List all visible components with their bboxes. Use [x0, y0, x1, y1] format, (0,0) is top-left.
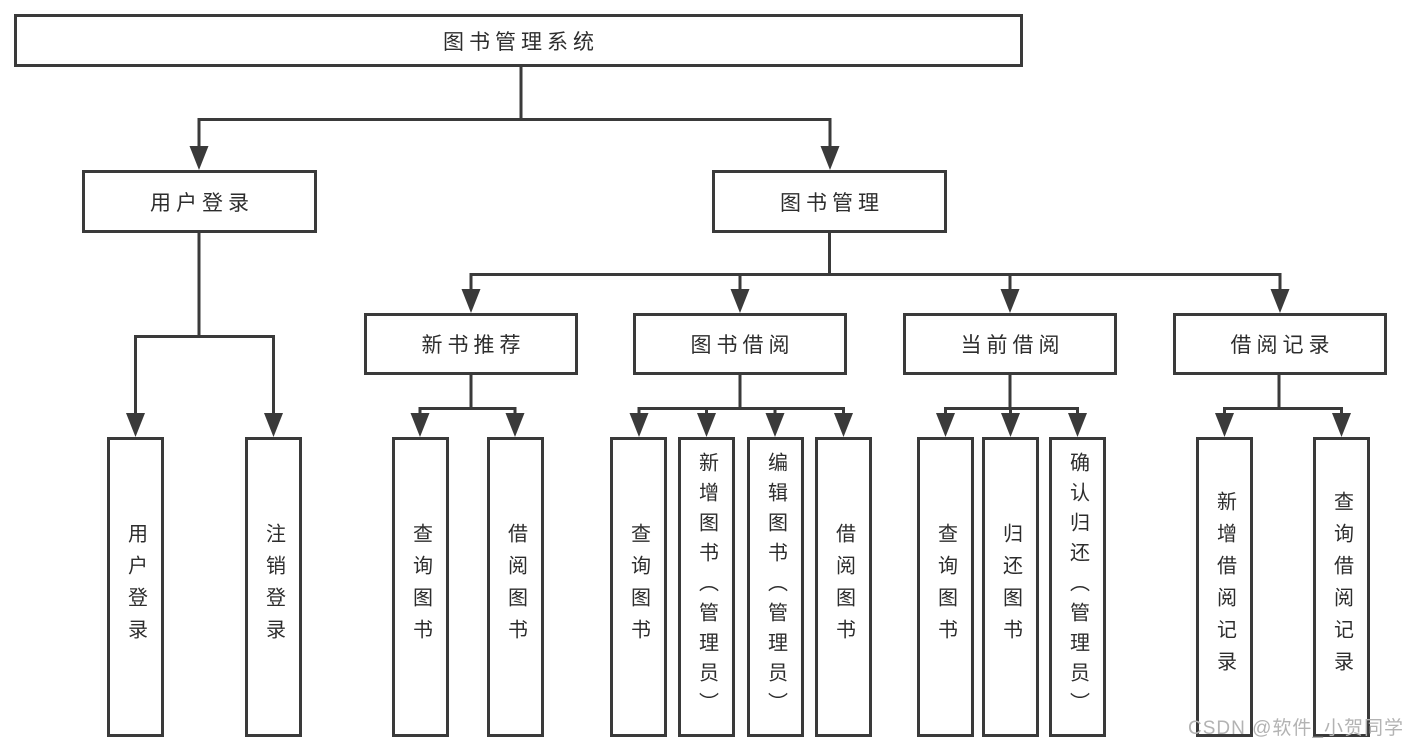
connector-book-borrowing-to-leaves: [629, 375, 853, 437]
leaf-return-books: 归还图书: [982, 437, 1039, 737]
node-label: 图书借阅: [690, 334, 795, 357]
leaf-query-borrow-record: 查询借阅记录: [1313, 437, 1370, 737]
leaf-edit-books-admin: 编辑图书（管理员）: [747, 437, 804, 737]
node-new-book-recommendation: 新书推荐: [364, 313, 578, 375]
node-label: 查询借阅记录: [1330, 491, 1353, 683]
node-label: 查询图书: [409, 523, 432, 651]
node-root: 图书管理系统: [14, 14, 1023, 67]
node-label: 注销登录: [262, 523, 285, 651]
node-label: 图书管理: [780, 191, 884, 215]
node-borrowing-records: 借阅记录: [1173, 313, 1387, 375]
connector-root-to-level1: [189, 67, 840, 170]
leaf-add-borrow-record: 新增借阅记录: [1196, 437, 1253, 737]
connector-user-login-to-leaves: [126, 233, 283, 437]
node-label: 借阅图书: [504, 523, 527, 651]
node-label: 确认归还（管理员）: [1066, 452, 1089, 722]
connector-new-book-recommendation-to-leaves: [410, 375, 525, 437]
connector-book-management-to-level2: [461, 233, 1290, 313]
leaf-query-books-recommend: 查询图书: [392, 437, 449, 737]
connector-current-borrowing-to-leaves: [936, 375, 1087, 437]
node-label: 借阅图书: [832, 523, 855, 651]
leaf-user-login: 用户登录: [107, 437, 164, 737]
node-label: 新增借阅记录: [1213, 491, 1236, 683]
node-label: 归还图书: [999, 523, 1022, 651]
node-label: 新增图书（管理员）: [695, 452, 718, 722]
node-label: 用户登录: [124, 523, 147, 651]
leaf-logout: 注销登录: [245, 437, 302, 737]
csdn-watermark: CSDN @软件_小贺同学: [1188, 718, 1404, 739]
connector-borrowing-records-to-leaves: [1215, 375, 1351, 437]
leaf-add-books-admin: 新增图书（管理员）: [678, 437, 735, 737]
node-label: 编辑图书（管理员）: [764, 452, 787, 722]
node-book-management: 图书管理: [712, 170, 947, 233]
node-label: 用户登录: [150, 191, 254, 215]
leaf-confirm-return-admin: 确认归还（管理员）: [1049, 437, 1106, 737]
leaf-query-books-current: 查询图书: [917, 437, 974, 737]
node-user-login: 用户登录: [82, 170, 317, 233]
leaf-query-books-borrowing: 查询图书: [610, 437, 667, 737]
leaf-borrow-books: 借阅图书: [815, 437, 872, 737]
leaf-borrow-books-recommend: 借阅图书: [487, 437, 544, 737]
node-book-borrowing: 图书借阅: [633, 313, 847, 375]
node-label: 借阅记录: [1230, 334, 1335, 357]
node-label: 查询图书: [627, 523, 650, 651]
node-label: 查询图书: [934, 523, 957, 651]
node-label: 新书推荐: [421, 334, 526, 357]
node-current-borrowing: 当前借阅: [903, 313, 1117, 375]
node-label: 当前借阅: [960, 334, 1065, 357]
node-label: 图书管理系统: [443, 30, 599, 54]
